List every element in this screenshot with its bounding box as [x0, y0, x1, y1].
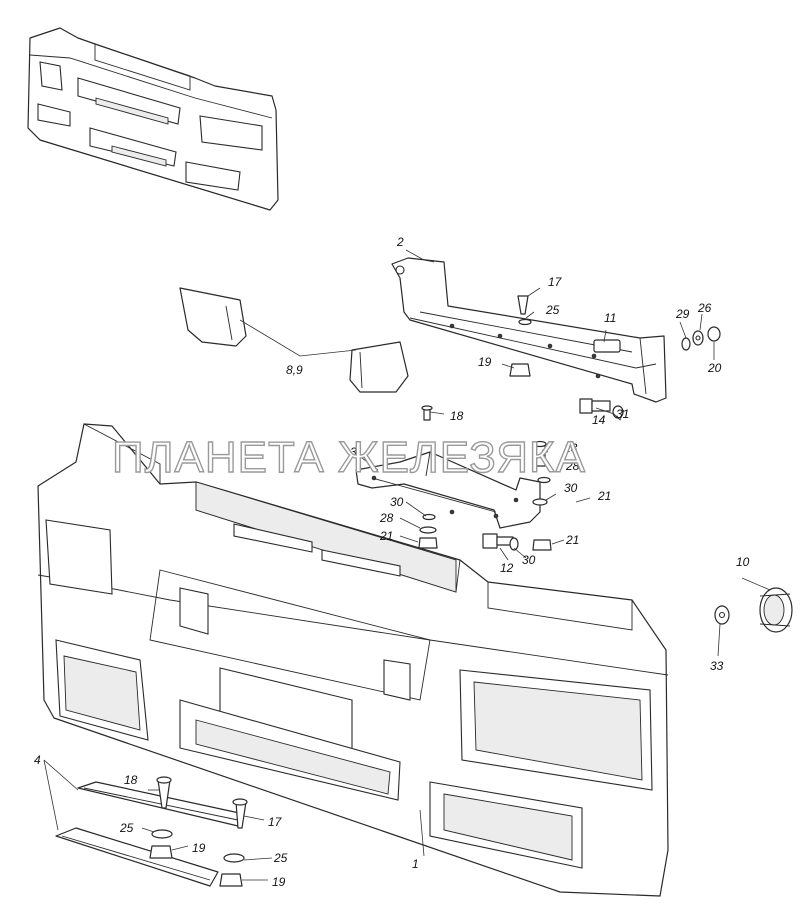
- callout-28: 28: [379, 511, 394, 525]
- callout-10: 10: [736, 555, 750, 569]
- callout-19: 19: [478, 355, 492, 369]
- callout-14: 14: [592, 413, 606, 427]
- callout-30: 30: [522, 553, 536, 567]
- callout-21: 21: [379, 529, 393, 543]
- callout-3: 3: [350, 445, 357, 459]
- leader-lines: [43, 249, 771, 881]
- callout-4: 4: [34, 753, 41, 767]
- callout-20: 20: [707, 361, 722, 375]
- callout-29: 29: [675, 307, 690, 321]
- corner-covers-drawing: [179, 287, 409, 393]
- callout-labels: 2 17 25 11 29 26 19 20 8,9 14 31 18 3 13…: [34, 235, 750, 889]
- callout-18: 18: [450, 409, 464, 423]
- callout-8-9: 8,9: [286, 363, 303, 377]
- callout-25: 25: [545, 303, 560, 317]
- callout-25: 25: [273, 851, 288, 865]
- callout-17: 17: [268, 815, 283, 829]
- callout-31: 31: [616, 407, 629, 421]
- lower-grilles-drawing: [55, 776, 248, 887]
- callout-33: 33: [710, 659, 724, 673]
- callout-30: 30: [390, 495, 404, 509]
- callout-21: 21: [597, 489, 611, 503]
- center-bracket-drawing: [355, 451, 541, 529]
- center-fasteners-drawing: [418, 405, 552, 551]
- callout-1: 1: [412, 857, 419, 871]
- side-cap-drawing: [714, 587, 793, 633]
- callout-17: 17: [548, 275, 563, 289]
- callout-12: 12: [500, 561, 514, 575]
- callout-13: 13: [564, 441, 578, 455]
- callout-26: 26: [697, 301, 712, 315]
- callout-18: 18: [124, 773, 138, 787]
- callout-28: 28: [565, 459, 580, 473]
- callout-19: 19: [192, 841, 206, 855]
- upper-bracket-drawing: [391, 257, 667, 403]
- watermark-text: ПЛАНЕТА ЖЕЛЕЗЯКА: [112, 433, 586, 482]
- callout-25: 25: [119, 821, 134, 835]
- callout-11: 11: [604, 311, 616, 325]
- main-bumper-drawing: [37, 423, 669, 897]
- callout-21: 21: [565, 533, 579, 547]
- bumper-overview-drawing: [27, 27, 279, 211]
- callout-30: 30: [564, 481, 578, 495]
- callout-19: 19: [272, 875, 286, 889]
- callout-2: 2: [396, 235, 404, 249]
